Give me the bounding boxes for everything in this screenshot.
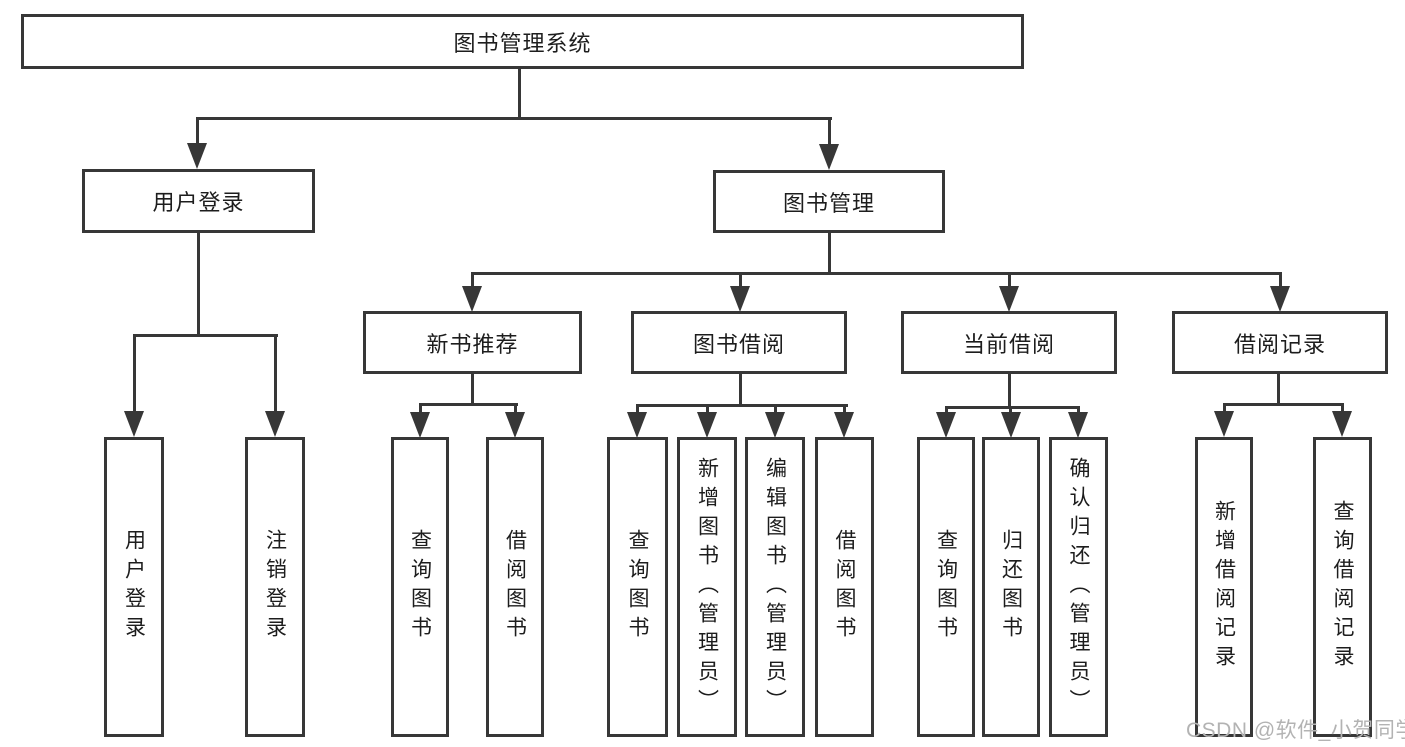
connector-line (828, 232, 831, 275)
connector-line (196, 117, 199, 151)
arrowhead-down-icon (936, 412, 956, 438)
connector-line (1008, 272, 1011, 294)
connector-line (1223, 403, 1226, 413)
connector-line (471, 272, 474, 294)
arrowhead-down-icon (819, 144, 839, 170)
connector-line (518, 68, 521, 120)
arrowhead-down-icon (124, 411, 144, 437)
leaf-confirm-return-admin-label: 确认归还（管理员） (1067, 456, 1090, 718)
connector-line (636, 404, 639, 415)
arrowhead-down-icon (187, 143, 207, 169)
connector-line (196, 117, 832, 120)
leaf-query-books-recommend: 查询图书 (391, 437, 449, 737)
node-book-borrowing-label: 图书借阅 (692, 331, 785, 357)
leaf-query-borrow-record: 查询借阅记录 (1313, 437, 1372, 737)
arrowhead-down-icon (834, 412, 854, 438)
connector-line (419, 403, 518, 406)
leaf-add-book-admin: 新增图书（管理员） (677, 437, 737, 737)
connector-line (471, 272, 1282, 275)
arrowhead-down-icon (627, 412, 647, 438)
arrowhead-down-icon (1270, 286, 1290, 312)
watermark: CSDN @软件_小贺同学 (1186, 719, 1405, 742)
leaf-add-borrow-record-label: 新增借阅记录 (1212, 500, 1236, 674)
connector-line (945, 406, 948, 415)
node-book-management: 图书管理 (713, 170, 945, 233)
node-current-borrowing: 当前借阅 (901, 311, 1117, 374)
arrowhead-down-icon (697, 412, 717, 438)
connector-line (636, 404, 848, 407)
leaf-query-books-borrowing: 查询图书 (607, 437, 668, 737)
leaf-logout: 注销登录 (245, 437, 305, 737)
connector-line (1277, 372, 1280, 406)
connector-line (419, 403, 422, 415)
arrowhead-down-icon (765, 412, 785, 438)
arrowhead-down-icon (730, 286, 750, 312)
connector-line (514, 403, 517, 415)
connector-line (1279, 272, 1282, 294)
arrowhead-down-icon (1214, 411, 1234, 437)
leaf-logout-label: 注销登录 (263, 529, 287, 645)
arrowhead-down-icon (1001, 412, 1021, 438)
node-current-borrowing-label: 当前借阅 (962, 331, 1055, 357)
connector-line (1223, 403, 1344, 406)
leaf-borrow-books-borrowing: 借阅图书 (815, 437, 874, 737)
arrowhead-down-icon (410, 412, 430, 438)
connector-line (945, 406, 1080, 409)
arrowhead-down-icon (1332, 411, 1352, 437)
leaf-borrow-books-recommend: 借阅图书 (486, 437, 544, 737)
leaf-query-borrow-record-label: 查询借阅记录 (1331, 500, 1354, 674)
node-user-login: 用户登录 (82, 169, 315, 233)
connector-line (774, 404, 777, 415)
connector-line (843, 404, 846, 415)
connector-line (706, 404, 709, 415)
leaf-edit-book-admin: 编辑图书（管理员） (745, 437, 805, 737)
leaf-borrow-books-borrowing-label: 借阅图书 (833, 529, 856, 645)
connector-line (133, 334, 278, 337)
connector-line (739, 372, 742, 407)
arrowhead-down-icon (999, 286, 1019, 312)
arrowhead-down-icon (462, 286, 482, 312)
arrowhead-down-icon (505, 412, 525, 438)
node-book-management-label: 图书管理 (782, 190, 875, 216)
leaf-return-book-label: 归还图书 (999, 529, 1023, 645)
leaf-query-books-recommend-label: 查询图书 (408, 529, 432, 645)
leaf-borrow-books-recommend-label: 借阅图书 (503, 529, 527, 645)
node-user-login-label: 用户登录 (152, 190, 245, 215)
node-root: 图书管理系统 (21, 14, 1024, 69)
node-root-label: 图书管理系统 (453, 30, 592, 56)
connector-line (197, 232, 200, 336)
leaf-confirm-return-admin: 确认归还（管理员） (1049, 437, 1108, 737)
leaf-query-books-current-label: 查询图书 (934, 529, 958, 645)
connector-line (739, 272, 742, 294)
node-new-book-recommend-label: 新书推荐 (426, 331, 519, 357)
connector-line (133, 334, 136, 416)
leaf-query-books-borrowing-label: 查询图书 (626, 529, 649, 645)
node-borrow-records-label: 借阅记录 (1233, 331, 1326, 357)
arrowhead-down-icon (265, 411, 285, 437)
arrowhead-down-icon (1068, 412, 1088, 438)
leaf-user-login-label: 用户登录 (122, 529, 146, 645)
connector-line (828, 117, 831, 151)
connector-line (1077, 406, 1080, 415)
leaf-user-login: 用户登录 (104, 437, 164, 737)
leaf-return-book: 归还图书 (982, 437, 1040, 737)
connector-line (1008, 372, 1011, 409)
leaf-add-book-admin-label: 新增图书（管理员） (695, 456, 719, 718)
connector-line (1341, 403, 1344, 413)
node-borrow-records: 借阅记录 (1172, 311, 1388, 374)
leaf-edit-book-admin-label: 编辑图书（管理员） (763, 456, 787, 718)
connector-line (471, 372, 474, 406)
leaf-add-borrow-record: 新增借阅记录 (1195, 437, 1253, 737)
leaf-query-books-current: 查询图书 (917, 437, 975, 737)
node-book-borrowing: 图书借阅 (631, 311, 847, 374)
node-new-book-recommend: 新书推荐 (363, 311, 582, 374)
connector-line (1009, 406, 1012, 415)
connector-line (274, 334, 277, 416)
